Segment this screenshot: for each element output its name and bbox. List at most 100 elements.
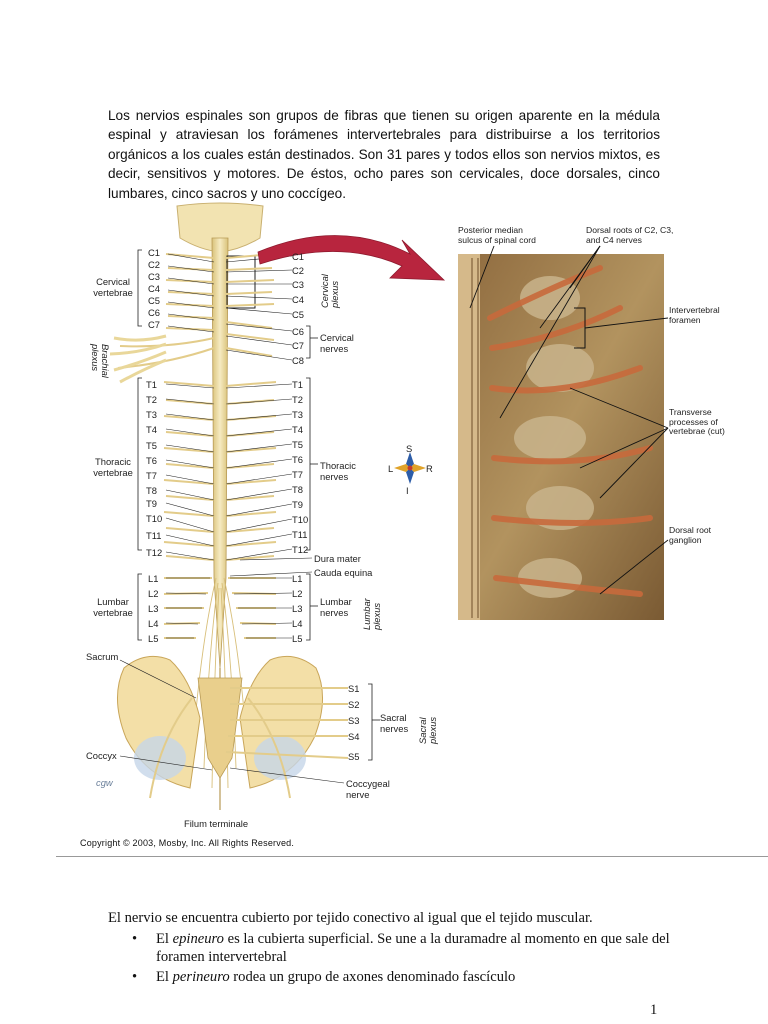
left-label-t5: T5 — [146, 440, 157, 451]
right-label-t10: T10 — [292, 514, 309, 525]
right-label-t2: T2 — [292, 394, 303, 405]
bullet-icon: • — [132, 969, 138, 985]
left-label-l4: L4 — [148, 618, 159, 629]
compass-r: R — [426, 463, 433, 474]
anatomy-illustration — [109, 202, 669, 810]
dissection-photo — [458, 254, 664, 620]
left-label-t1: T1 — [146, 379, 157, 390]
right-label-c1: C1 — [292, 251, 304, 262]
left-label-t9: T9 — [146, 498, 157, 509]
left-label-t2: T2 — [146, 394, 157, 405]
right-label-t8: T8 — [292, 484, 303, 495]
left-label-t7: T7 — [146, 470, 157, 481]
intro-paragraph: Los nervios espinales son grupos de fibr… — [108, 107, 660, 201]
bullet-icon: • — [132, 931, 138, 947]
label-thoracic-vertebrae: Thoracic vertebrae — [93, 456, 133, 478]
right-label-s4: S4 — [348, 731, 360, 742]
callout-intervertebral: Intervertebral foramen — [669, 305, 720, 325]
left-label-c7: C7 — [148, 319, 160, 330]
right-label-c2: C2 — [292, 265, 304, 276]
left-label-c4: C4 — [148, 283, 160, 294]
left-label-t8: T8 — [146, 485, 157, 496]
right-label-t6: T6 — [292, 454, 303, 465]
left-label-l5: L5 — [148, 633, 159, 644]
label-dura-mater: Dura mater — [314, 553, 361, 564]
label-cervical-vertebrae: Cervical vertebrae — [93, 276, 133, 298]
right-label-t3: T3 — [292, 409, 303, 420]
right-label-c8: C8 — [292, 355, 304, 366]
spinal-nerves-figure: C1 C2 C3 C4 C5 C6 C7 T1 T2 T3 T4 T5 T6 T… — [80, 198, 725, 858]
bullet-item: • El epineuro es la cubierta superficial… — [132, 931, 670, 965]
right-label-s5: S5 — [348, 751, 360, 762]
right-label-t1: T1 — [292, 379, 303, 390]
right-label-t4: T4 — [292, 424, 303, 435]
compass-s: S — [406, 443, 413, 454]
left-label-t11: T11 — [146, 530, 162, 541]
left-label-t6: T6 — [146, 455, 157, 466]
label-coccygeal-nerve: Coccygeal nerve — [346, 778, 390, 800]
body-paragraph: El nervio se encuentra cubierto por teji… — [108, 909, 593, 926]
right-nerve-branches — [225, 253, 277, 639]
right-label-t11: T11 — [292, 529, 308, 540]
brachial-plexus — [109, 334, 167, 384]
callout-posterior-median: Posterior median sulcus of spinal cord — [458, 225, 536, 245]
callout-dorsal-ganglion: Dorsal root ganglion — [669, 525, 712, 545]
label-sacrum: Sacrum — [86, 651, 119, 662]
label-cervical-nerves: Cervical nerves — [320, 332, 354, 354]
right-label-t9: T9 — [292, 499, 303, 510]
left-label-l1: L1 — [148, 573, 159, 584]
pointer-arrow — [257, 235, 446, 281]
right-label-l2: L2 — [292, 588, 303, 599]
right-label-s2: S2 — [348, 699, 360, 710]
right-label-c3: C3 — [292, 279, 304, 290]
callout-dorsal-roots: Dorsal roots of C2, C3, and C4 nerves — [586, 225, 674, 245]
label-lumbar-nerves: Lumbar nerves — [320, 596, 352, 618]
left-label-c3: C3 — [148, 271, 160, 282]
copyright-notice: Copyright © 2003, Mosby, Inc. All Rights… — [80, 838, 295, 848]
right-label-t5: T5 — [292, 439, 303, 450]
left-label-c2: C2 — [148, 259, 160, 270]
artist-signature: cgw — [96, 777, 113, 788]
bullet-list: • El epineuro es la cubierta superficial… — [132, 930, 672, 988]
page-number: 1 — [650, 1002, 658, 1018]
left-label-c1: C1 — [148, 247, 160, 258]
brainstem — [176, 202, 264, 253]
right-label-l1: L1 — [292, 573, 303, 584]
label-cauda-equina: Cauda equina — [314, 567, 373, 578]
left-label-t4: T4 — [146, 424, 157, 435]
label-filum-terminale: Filum terminale — [184, 818, 249, 829]
right-label-l5: L5 — [292, 633, 303, 644]
callout-transverse: Transverse processes of vertebrae (cut) — [669, 407, 725, 437]
right-label-c7: C7 — [292, 340, 304, 351]
label-sacral-nerves: Sacral nerves — [380, 712, 409, 734]
compass-i: I — [406, 485, 409, 496]
right-label-c4: C4 — [292, 294, 304, 305]
label-cervical-plexus: Cervical plexus — [319, 274, 340, 308]
right-label-s3: S3 — [348, 715, 360, 726]
right-label-l3: L3 — [292, 603, 303, 614]
label-coccyx: Coccyx — [86, 750, 117, 761]
left-label-t12: T12 — [146, 547, 163, 558]
compass-icon — [394, 452, 426, 484]
left-label-t3: T3 — [146, 409, 157, 420]
label-lumbar-vertebrae: Lumbar vertebrae — [93, 596, 133, 618]
label-thoracic-nerves: Thoracic nerves — [320, 460, 356, 482]
right-label-s1: S1 — [348, 683, 360, 694]
right-label-t12: T12 — [292, 544, 309, 555]
left-label-c5: C5 — [148, 295, 160, 306]
term-perineuro: perineuro — [172, 969, 230, 985]
label-sacral-plexus: Sacral plexus — [417, 716, 438, 744]
left-label-l3: L3 — [148, 603, 159, 614]
label-brachial-plexus: Brachial plexus — [90, 344, 111, 378]
left-label-l2: L2 — [148, 588, 159, 599]
left-label-t10: T10 — [146, 513, 163, 524]
left-label-c6: C6 — [148, 307, 160, 318]
term-epineuro: epineuro — [172, 931, 224, 947]
left-nerve-branches — [117, 253, 215, 639]
bullet-item: • El perineuro rodea un grupo de axones … — [132, 969, 516, 985]
label-lumbar-plexus: Lumbar plexus — [361, 598, 382, 630]
right-label-c5: C5 — [292, 309, 304, 320]
spinal-cord — [211, 237, 229, 669]
right-label-t7: T7 — [292, 469, 303, 480]
right-label-l4: L4 — [292, 618, 303, 629]
